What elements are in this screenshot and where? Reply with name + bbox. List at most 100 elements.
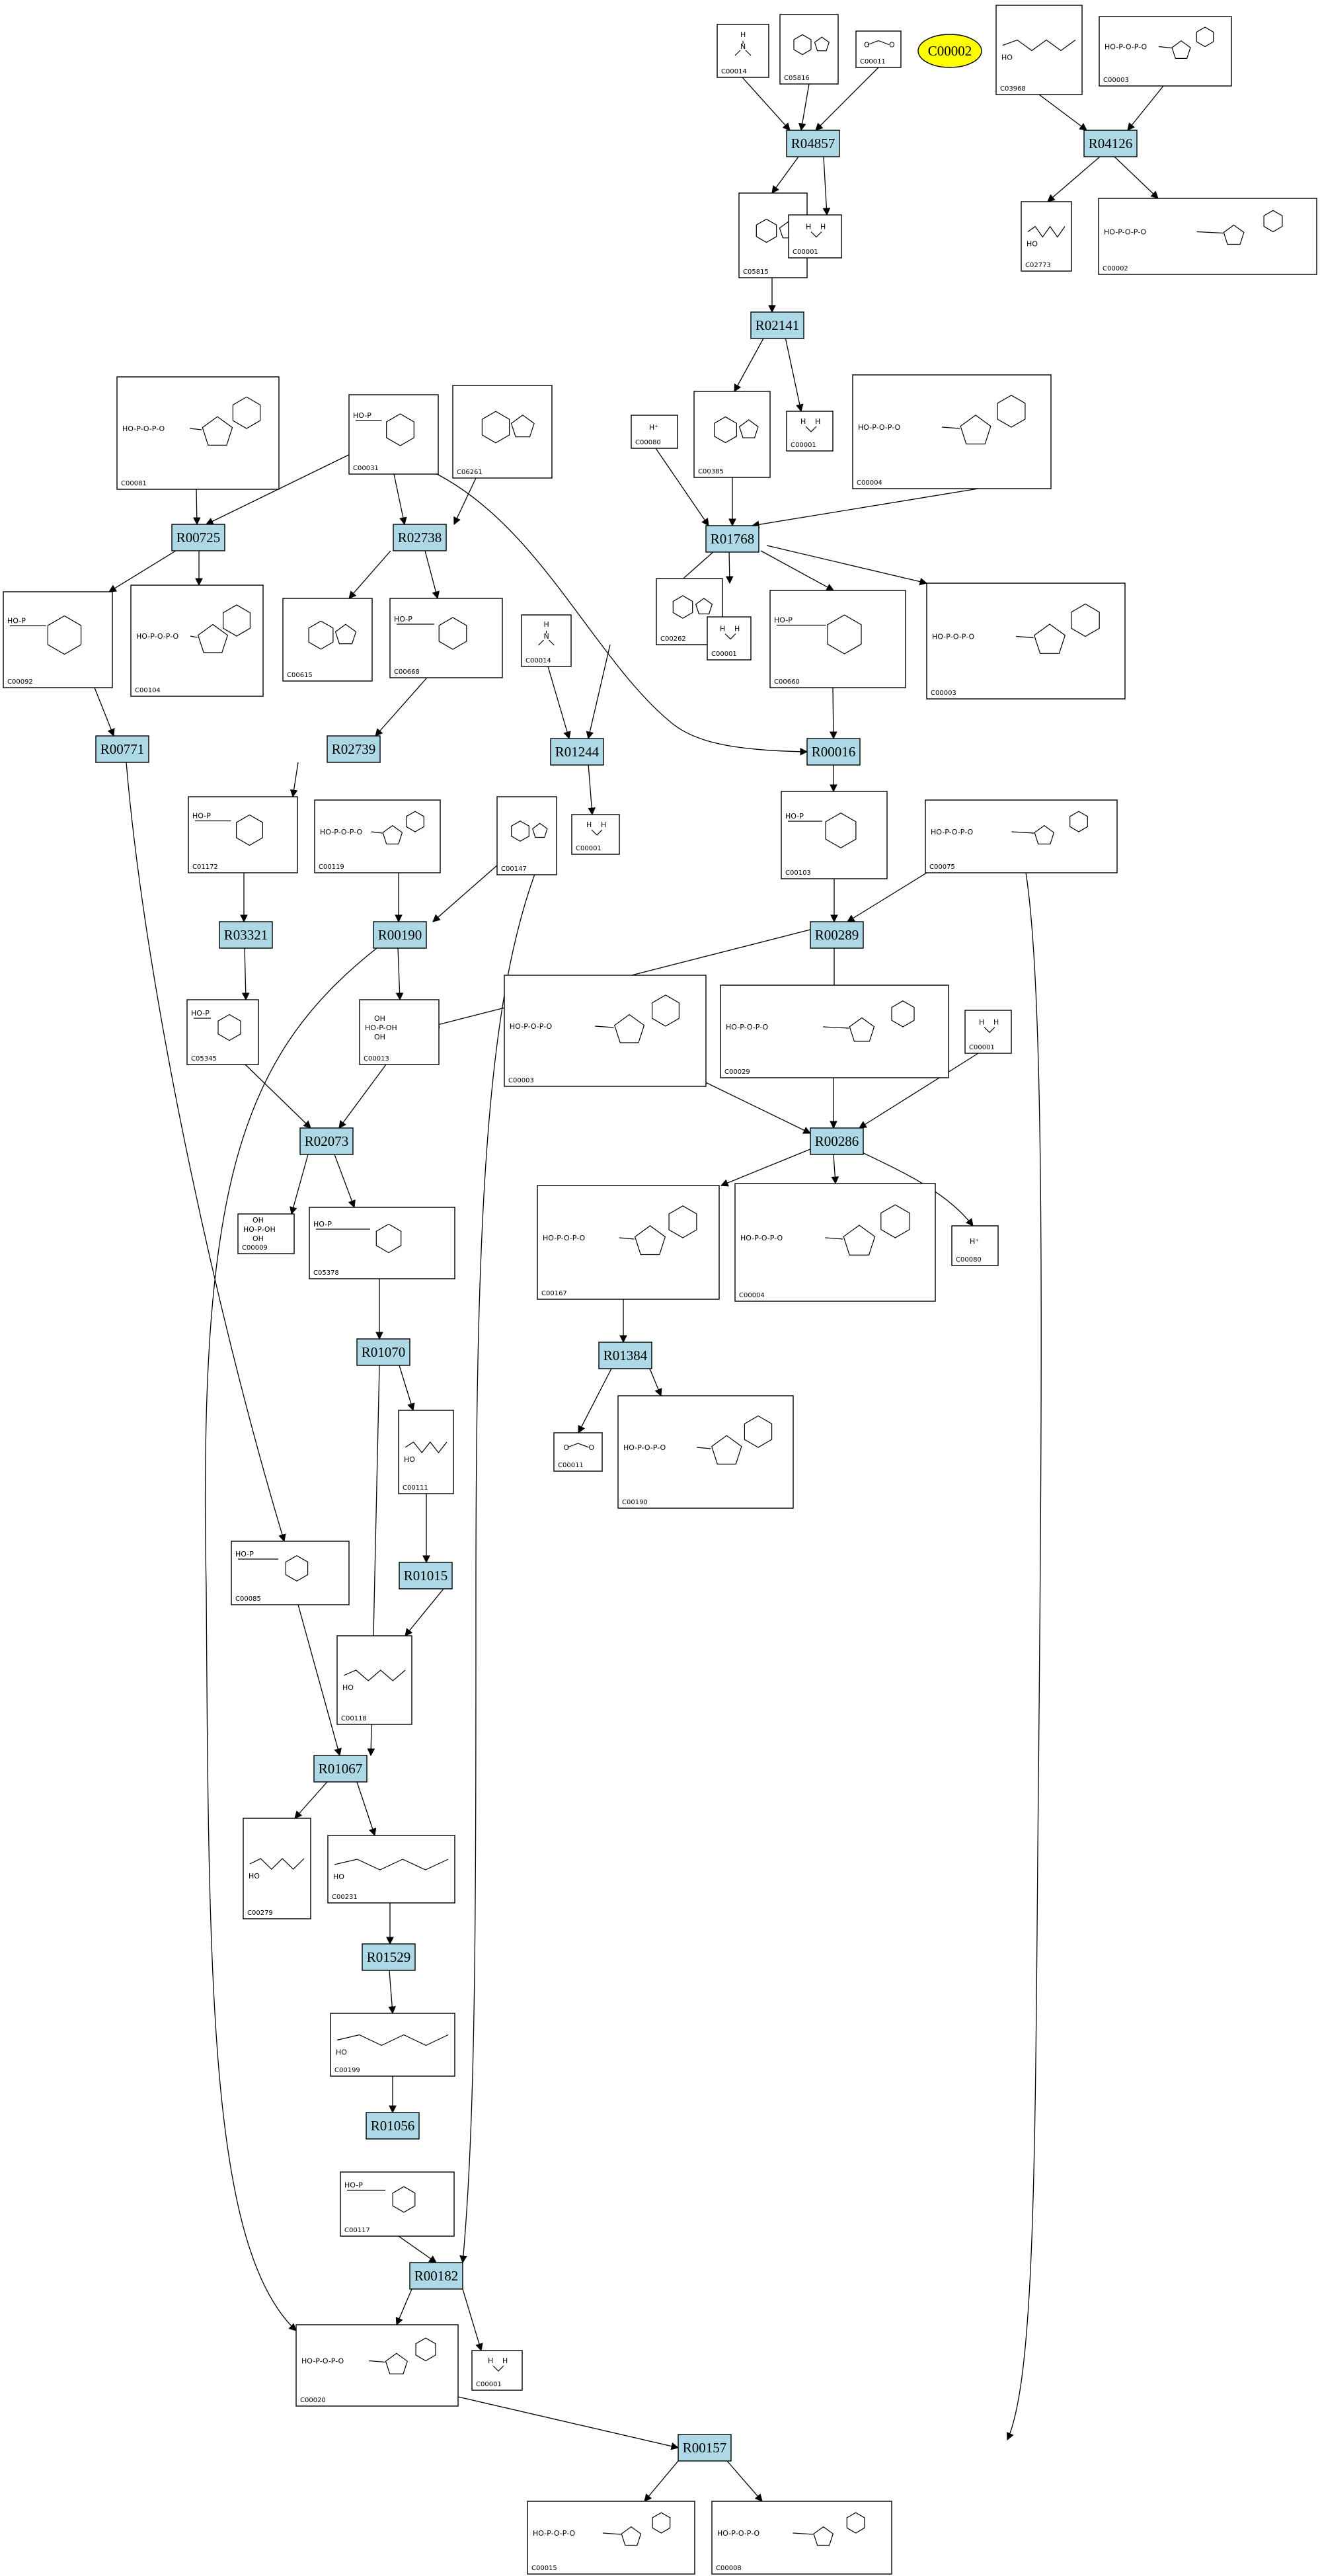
reaction-node[interactable]: R01067 [313,1755,368,1783]
svg-text:H: H [502,2356,508,2365]
svg-text:H: H [993,1018,999,1027]
compound-box [504,975,707,1087]
reaction-node[interactable]: R00289 [810,921,864,949]
compound-id: C00668 [394,668,420,676]
compound-box [779,14,839,85]
reaction-node[interactable]: R01768 [705,525,759,553]
reaction-node[interactable]: R00182 [409,2262,463,2290]
compound-box [309,1207,455,1279]
reaction-arrow [457,2396,679,2450]
compound-box [925,799,1118,873]
reaction-node[interactable]: R02073 [299,1127,354,1155]
compound-node[interactable]: C05816 [779,14,839,85]
compound-box [452,385,553,479]
reaction-node[interactable]: R00016 [806,738,861,766]
compound-node[interactable]: C00147 [496,796,557,875]
structure-sugar-icon: HO-P [235,1550,309,1582]
reaction-node[interactable]: R01056 [366,2112,420,2140]
reaction-node[interactable]: R01070 [356,1338,410,1366]
compound-id: C00003 [931,690,956,697]
reaction-node[interactable]: R02739 [327,735,381,763]
reaction-box [366,2112,420,2140]
reaction-node[interactable]: R01529 [362,1943,416,1971]
reaction-node[interactable]: R03321 [219,921,273,949]
reaction-node[interactable]: R01384 [598,1342,652,1369]
structure-nuc-icon: HO-P-O-P-O [122,396,261,446]
compound-node[interactable]: H⁺C00080 [951,1225,999,1266]
compound-node[interactable]: H⁺C00080 [631,415,678,449]
reaction-node[interactable]: R01015 [399,1562,453,1590]
svg-text:O: O [589,1443,595,1452]
compound-node[interactable]: C00615 [282,598,373,682]
reaction-node[interactable]: R00190 [373,921,427,949]
structure-nh3-icon: HN [538,620,555,646]
legend-node[interactable]: C00002 [917,34,982,68]
reaction-node[interactable]: R00771 [95,735,149,763]
reaction-node[interactable]: R02141 [750,311,804,339]
compound-node[interactable]: C06261 [452,385,553,479]
svg-text:H: H [544,620,549,629]
compound-node[interactable]: C00262 [656,578,723,645]
reaction-node[interactable]: R04126 [1083,130,1138,157]
svg-text:N: N [740,42,746,51]
compound-id: C05378 [313,1269,339,1277]
structure-ring-icon [308,620,357,650]
reaction-node[interactable]: R04857 [786,130,840,157]
reaction-node[interactable]: R02738 [393,524,447,551]
reaction-node[interactable]: R00725 [171,524,225,551]
reaction-node[interactable]: R01244 [550,738,604,766]
reaction-node[interactable]: R00157 [678,2434,732,2462]
compound-box [231,1541,350,1605]
svg-text:HO-P: HO-P [192,812,211,821]
reaction-node[interactable]: R00286 [810,1127,864,1155]
compound-node[interactable]: C00385 [693,391,771,478]
compound-id: C00003 [1103,77,1129,84]
